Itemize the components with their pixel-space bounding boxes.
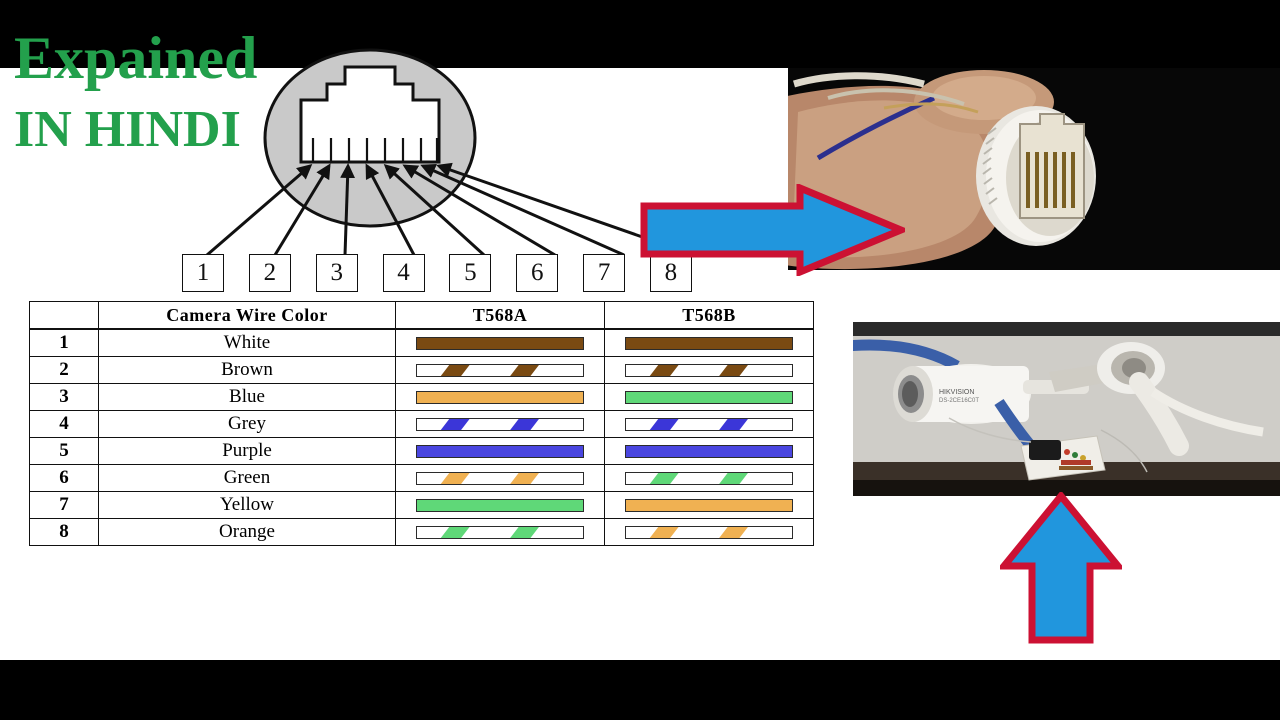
cell-t568a-swatch xyxy=(395,518,605,546)
rj45-jack-diagram xyxy=(206,48,695,257)
cell-t568a-swatch xyxy=(395,328,605,357)
cell-camera-wire-color: Brown xyxy=(98,356,396,384)
wire-swatch-t568b xyxy=(625,498,793,512)
cell-pin-number: 4 xyxy=(29,410,99,438)
cell-t568b-swatch xyxy=(604,491,814,519)
pin-box-1: 1 xyxy=(182,254,224,292)
col-header-t568a: T568A xyxy=(395,301,605,330)
svg-text:HIKVISION: HIKVISION xyxy=(939,389,974,396)
cell-t568a-swatch xyxy=(395,383,605,411)
table-header-row: Camera Wire Color T568A T568B xyxy=(29,301,814,330)
cell-camera-wire-color: White xyxy=(98,328,396,357)
wire-swatch-t568a xyxy=(416,390,584,404)
cell-camera-wire-color: Green xyxy=(98,464,396,492)
cell-t568a-swatch xyxy=(395,410,605,438)
title-block: Expained IN HINDI xyxy=(14,28,314,156)
cell-pin-number: 6 xyxy=(29,464,99,492)
letterbox-bar-top xyxy=(0,0,1280,68)
cell-pin-number: 1 xyxy=(29,328,99,357)
pin-box-2: 2 xyxy=(248,254,291,292)
cell-t568a-swatch xyxy=(395,356,605,384)
wire-swatch-t568b xyxy=(625,417,793,431)
cell-t568b-swatch xyxy=(604,356,814,384)
wire-swatch-t568a xyxy=(416,417,584,431)
cell-camera-wire-color: Orange xyxy=(98,518,396,546)
pin-box-8: 8 xyxy=(649,254,692,292)
jack-pin-slots xyxy=(311,138,439,162)
wire-swatch-t568a xyxy=(416,498,584,512)
cell-t568b-swatch xyxy=(604,464,814,492)
jack-leader-lines xyxy=(206,162,695,257)
letterbox-bar-bottom xyxy=(0,660,1280,720)
wire-swatch-t568b xyxy=(625,363,793,377)
wire-swatch-t568b xyxy=(625,471,793,485)
cell-t568a-swatch xyxy=(395,437,605,465)
wire-swatch-t568a xyxy=(416,444,584,458)
photo-cctv-camera: HIKVISION DS-2CE16C0T xyxy=(853,322,1280,496)
wire-swatch-t568a xyxy=(416,363,584,377)
wire-swatch-t568b xyxy=(625,525,793,539)
pin-box-6: 6 xyxy=(516,254,559,292)
jack-port-opening xyxy=(299,65,441,164)
arrow-right-icon xyxy=(640,184,905,276)
pin-number-row: 1 2 3 4 5 6 7 8 xyxy=(182,254,692,294)
col-header-camera: Camera Wire Color xyxy=(98,301,396,330)
cell-pin-number: 5 xyxy=(29,437,99,465)
pin-box-7: 7 xyxy=(583,254,626,292)
cell-t568b-swatch xyxy=(604,410,814,438)
cell-t568b-swatch xyxy=(604,328,814,357)
arrow-up-icon xyxy=(1000,492,1122,644)
cell-camera-wire-color: Yellow xyxy=(98,491,396,519)
col-header-t568b: T568B xyxy=(604,301,814,330)
col-header-pin xyxy=(29,301,99,330)
cell-camera-wire-color: Blue xyxy=(98,383,396,411)
wire-swatch-t568a xyxy=(416,336,584,350)
wire-swatch-t568b xyxy=(625,336,793,350)
svg-text:DS-2CE16C0T: DS-2CE16C0T xyxy=(939,398,979,404)
wire-swatch-t568b xyxy=(625,444,793,458)
title-line-2: IN HINDI xyxy=(14,101,241,158)
cell-t568b-swatch xyxy=(604,437,814,465)
wire-swatch-t568b xyxy=(625,390,793,404)
cell-t568b-swatch xyxy=(604,383,814,411)
cell-t568b-swatch xyxy=(604,518,814,546)
cell-pin-number: 2 xyxy=(29,356,99,384)
cell-pin-number: 7 xyxy=(29,491,99,519)
cell-pin-number: 8 xyxy=(29,518,99,546)
title-line-1: Expained xyxy=(14,25,258,91)
cell-camera-wire-color: Grey xyxy=(98,410,396,438)
pin-box-4: 4 xyxy=(382,254,425,292)
wire-swatch-t568a xyxy=(416,525,584,539)
wire-swatch-t568a xyxy=(416,471,584,485)
cell-t568a-swatch xyxy=(395,464,605,492)
pin-box-3: 3 xyxy=(315,254,358,292)
pin-box-5: 5 xyxy=(449,254,492,292)
cell-t568a-swatch xyxy=(395,491,605,519)
cell-camera-wire-color: Purple xyxy=(98,437,396,465)
cell-pin-number: 3 xyxy=(29,383,99,411)
